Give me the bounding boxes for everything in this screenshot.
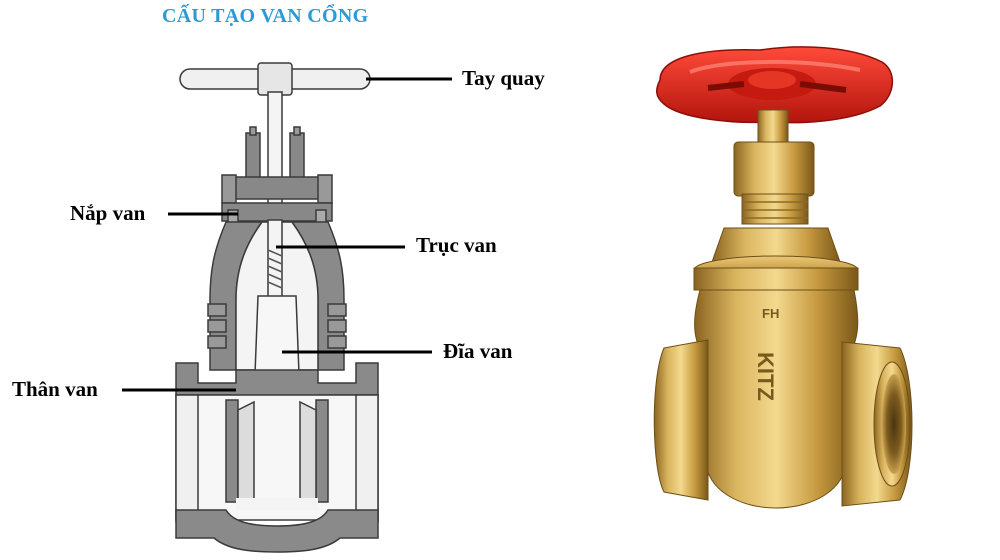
brass-valve-illustration: FH KITZ bbox=[653, 46, 913, 509]
marking-kitz: KITZ bbox=[753, 352, 778, 401]
label-body: Thân van bbox=[12, 377, 98, 401]
cutaway-valve bbox=[175, 62, 379, 553]
diagram-title: CẤU TẠO VAN CỔNG bbox=[162, 5, 369, 27]
red-handwheel bbox=[656, 46, 893, 124]
label-disc: Đĩa van bbox=[443, 339, 513, 363]
label-bonnet: Nắp van bbox=[70, 201, 146, 225]
label-stem: Trục van bbox=[416, 233, 497, 257]
label-handwheel: Tay quay bbox=[462, 66, 545, 90]
leader-lines bbox=[122, 77, 452, 392]
marking-fh: FH bbox=[762, 306, 779, 321]
